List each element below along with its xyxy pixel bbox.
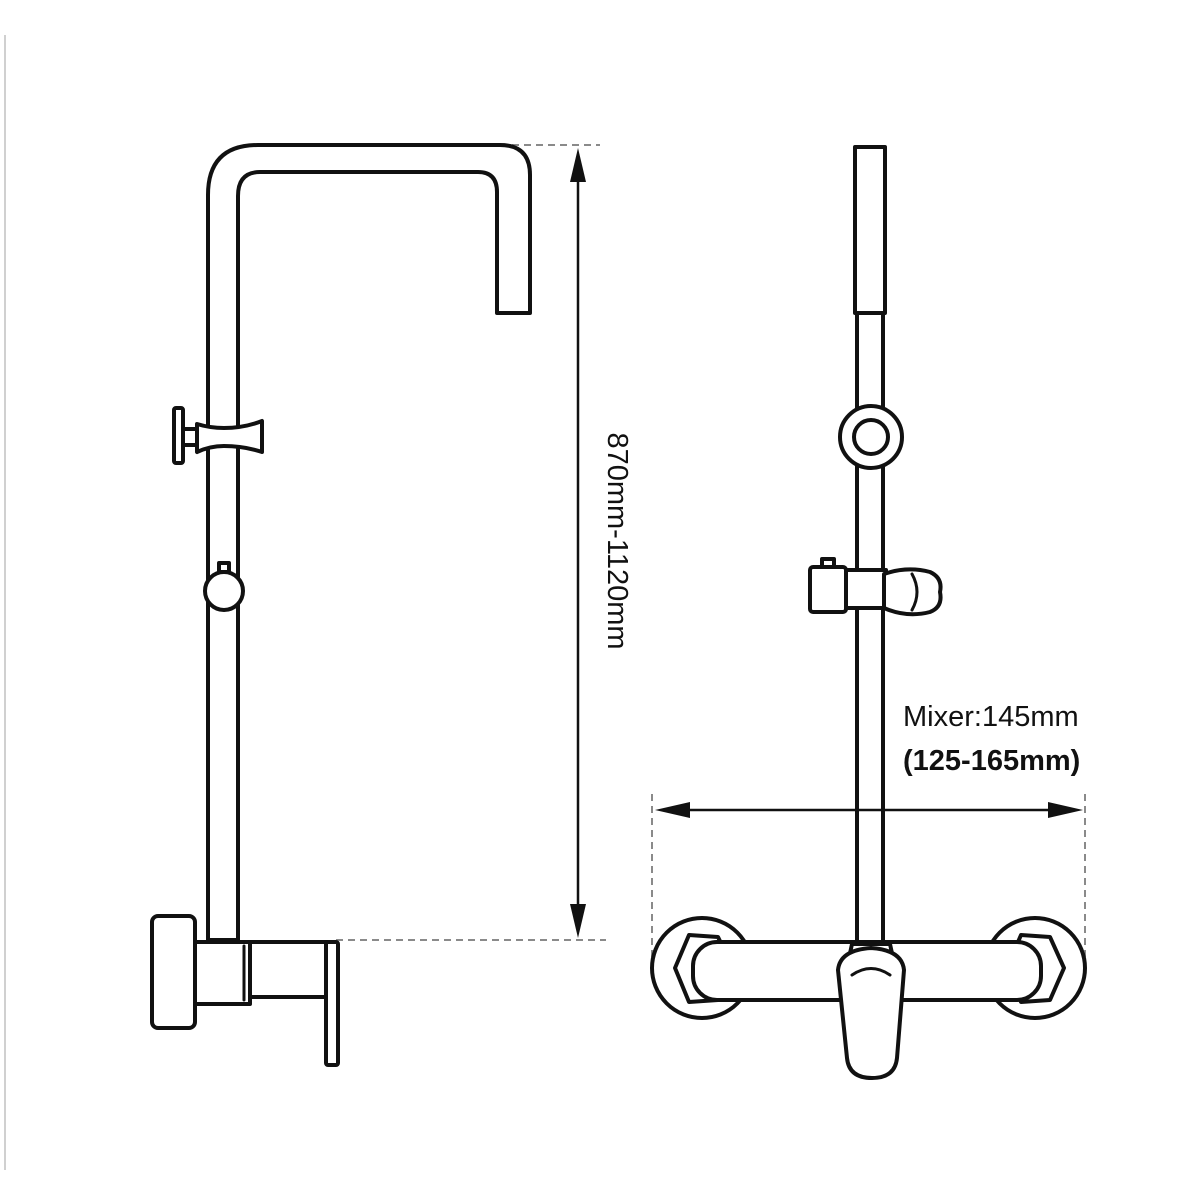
mixer-lever-front [836, 946, 906, 1080]
mixer-cartridge-side [248, 940, 332, 999]
wall-flange-side [150, 914, 197, 1030]
mixer-assembly-side [150, 914, 340, 1067]
front-view: Mixer:145mm (125-165mm) [650, 145, 1087, 1080]
height-dimension: 870mm-1120mm [570, 148, 633, 938]
riser-pipe-side [206, 143, 532, 942]
mixer-dimension-label: Mixer:145mm [903, 701, 1079, 733]
height-dimension-label: 870mm-1120mm [601, 432, 633, 649]
upper-rod-front [853, 145, 887, 315]
height-arrow-bottom [570, 904, 586, 938]
mixer-width-dimension: Mixer:145mm (125-165mm) [651, 701, 1086, 962]
slider-collar [844, 568, 888, 610]
slider-grip [882, 567, 943, 617]
width-arrow-right [1048, 802, 1083, 818]
slider-stop-side [203, 561, 245, 612]
holder-inner-ring [852, 418, 890, 456]
clamp-body [195, 419, 264, 454]
mixer-lever-highlight [850, 967, 892, 977]
side-view: 870mm-1120mm [150, 143, 633, 1067]
mixer-lever-side [324, 940, 340, 1067]
slider-lock-block [808, 565, 848, 614]
mixer-range-label: (125-165mm) [903, 745, 1080, 777]
upper-clamp-side [172, 406, 264, 465]
height-arrow-top [570, 148, 586, 182]
mixer-assembly-front [650, 916, 1087, 1080]
width-arrow-left [655, 802, 690, 818]
slider-front [808, 557, 943, 617]
slider-stop-ball [203, 570, 245, 612]
slider-grip-detail [910, 572, 919, 612]
mixer-body-side [193, 940, 252, 1006]
round-holder-front [838, 404, 904, 470]
